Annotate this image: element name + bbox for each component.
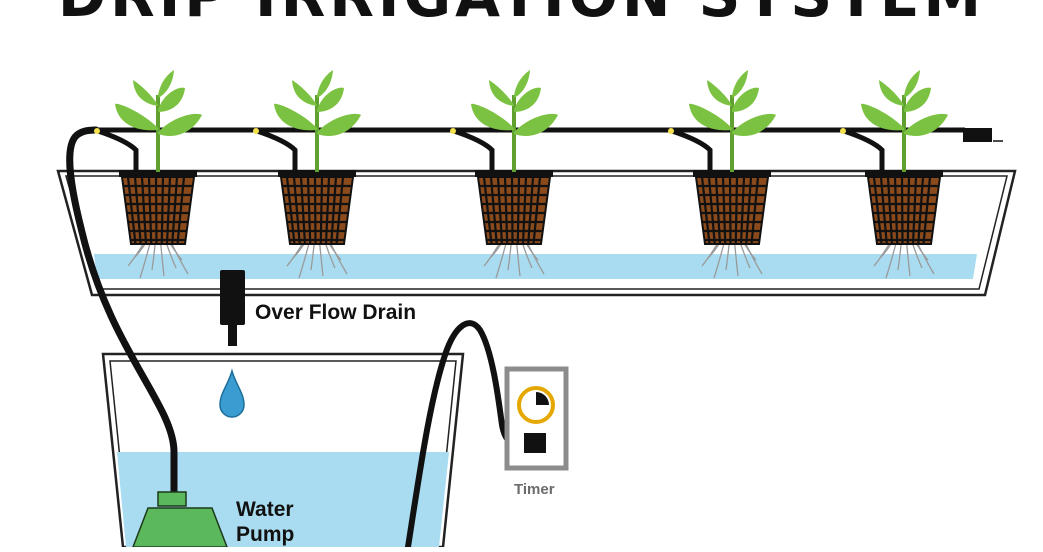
manifold-end-cap	[963, 128, 992, 142]
drip-emitter	[840, 128, 885, 172]
plant-leaves	[471, 70, 558, 172]
water-pump-label-line1: Water	[236, 498, 294, 521]
water-droplet-icon	[219, 368, 245, 418]
timer-device	[504, 366, 569, 471]
net-pot	[475, 170, 553, 245]
plant-unit	[668, 70, 776, 279]
tray-water	[94, 254, 977, 279]
water-pump-label: Water Pump	[236, 497, 294, 547]
drip-emitter	[94, 128, 139, 172]
water-pump-label-line2: Pump	[236, 523, 295, 546]
timer-cord	[405, 320, 528, 550]
reservoir	[101, 352, 465, 549]
plant-leaves	[274, 70, 361, 172]
plant-unit	[840, 70, 948, 279]
net-pot	[278, 170, 356, 245]
drip-emitter	[253, 128, 298, 172]
plants-group	[94, 70, 948, 279]
plant-unit	[450, 70, 558, 279]
net-pot	[693, 170, 771, 245]
plant-unit	[253, 70, 361, 279]
overflow-drain	[220, 270, 245, 346]
timer-label: Timer	[514, 481, 555, 498]
plant-leaves	[861, 70, 948, 172]
plant-leaves	[689, 70, 776, 172]
diagram-title: DRIP IRRIGATION SYSTEM	[0, 0, 1043, 30]
net-pot	[119, 170, 197, 245]
drip-emitter	[668, 128, 713, 172]
plant-leaves	[115, 70, 202, 172]
water-pump	[131, 491, 229, 548]
overflow-drain-label: Over Flow Drain	[255, 301, 417, 324]
drip-emitter	[450, 128, 495, 172]
plant-unit	[94, 70, 202, 279]
net-pot	[865, 170, 943, 245]
supply-tube	[66, 126, 178, 504]
